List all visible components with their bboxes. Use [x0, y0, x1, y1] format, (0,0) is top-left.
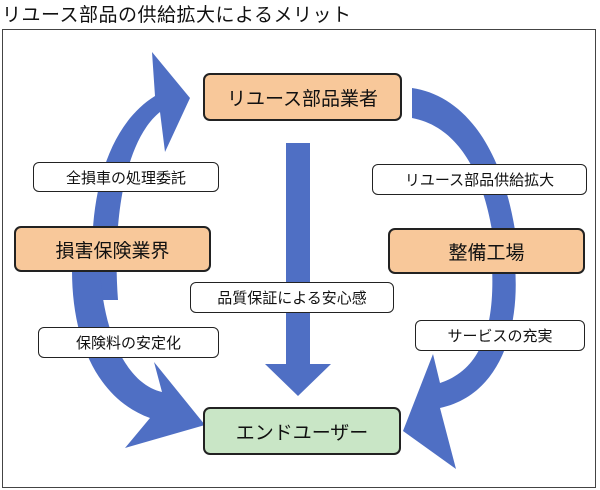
flow-label-service-enhancement: サービスの充実 — [415, 320, 585, 351]
node-insurance-industry: 損害保険業界 — [14, 226, 211, 272]
node-reuse-parts-dealer-label: リユース部品業者 — [226, 87, 379, 110]
arrow-dealer-to-shop — [412, 88, 515, 230]
arrow-dealer-to-enduser — [265, 143, 331, 396]
node-maintenance-shop: 整備工場 — [388, 228, 585, 274]
flow-label-premium-stability: 保険料の安定化 — [38, 327, 219, 358]
flow-label-total-loss-consignment: 全損車の処理委託 — [33, 162, 219, 192]
node-end-user-label: エンドユーザー — [235, 421, 369, 444]
node-insurance-industry-label: 損害保険業界 — [55, 239, 170, 262]
flow-label-reuse-parts-expansion: リユース部品供給拡大 — [372, 164, 587, 195]
diagram-frame — [2, 29, 596, 488]
node-maintenance-shop-label: 整備工場 — [448, 241, 525, 264]
flow-label-quality-assurance: 品質保証による安心感 — [190, 282, 394, 313]
node-end-user: エンドユーザー — [203, 407, 401, 455]
diagram-title: リユース部品の供給拡大によるメリット — [2, 4, 352, 26]
arrow-insurance-to-enduser — [72, 270, 205, 448]
node-reuse-parts-dealer: リユース部品業者 — [203, 73, 402, 121]
arrow-shop-to-enduser — [403, 266, 516, 469]
